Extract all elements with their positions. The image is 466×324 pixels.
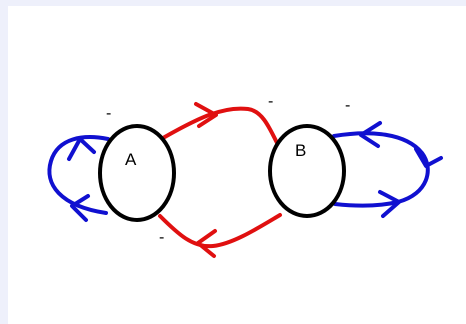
edge-a-to-b-arrowhead (194, 102, 218, 128)
edge-b-to-a-arrowhead (196, 229, 217, 258)
edge-b-to-a (158, 213, 282, 249)
self-loop-a-arrowhead-top (67, 137, 96, 161)
feedback-diagram: A B - - - - (47, 93, 443, 258)
node-b-label: B (295, 141, 306, 160)
diagram-canvas: A B - - - - (8, 6, 466, 324)
self-loop-b-arrowhead-top (359, 121, 382, 148)
self-loop-b-arrowhead-bottom (378, 190, 401, 218)
sign-self-loop-b: - (345, 97, 350, 114)
node-a-label: A (125, 150, 137, 169)
node-b (268, 124, 346, 218)
self-loop-a-arrowhead-bottom (70, 194, 90, 222)
sign-edge-a-to-b: - (268, 93, 273, 110)
sign-edge-b-to-a: - (159, 229, 164, 246)
self-loop-b-arrowhead-right (414, 147, 443, 168)
edge-a-to-b (161, 106, 282, 151)
self-loop-b (332, 131, 430, 208)
sign-self-loop-a: - (106, 105, 111, 122)
node-a (98, 124, 176, 222)
